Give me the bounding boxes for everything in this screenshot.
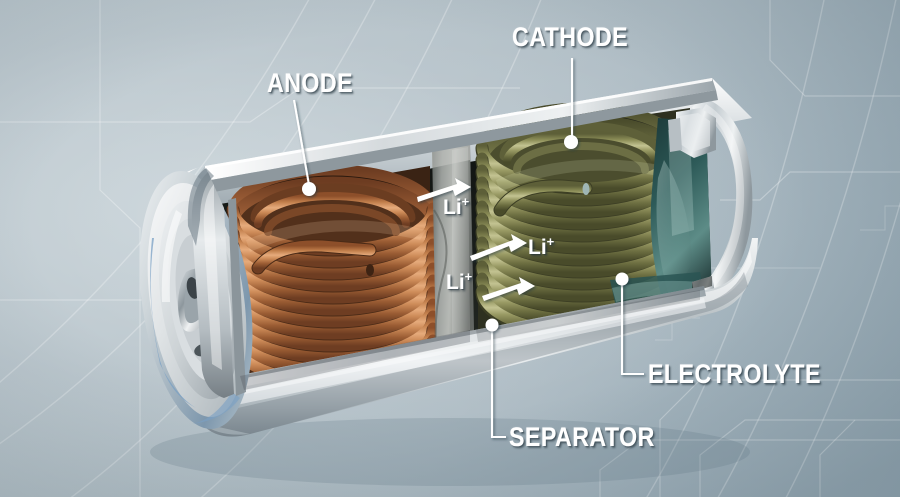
callout-label-cathode: CATHODE [512, 22, 629, 52]
battery-inner-rim [214, 286, 706, 392]
ion-charge-1: + [461, 194, 470, 209]
ion-charge-2: + [546, 234, 555, 249]
ion-label-3: Li+ [446, 269, 473, 294]
callout-label-separator: SEPARATOR [509, 422, 655, 452]
ion-symbol-2: Li [528, 236, 547, 259]
ion-symbol-3: Li [446, 271, 465, 294]
anode-copper-coil [226, 164, 440, 384]
separator-membrane [431, 141, 474, 352]
ion-label-2: Li+ [528, 234, 555, 259]
ion-symbol-1: Li [443, 196, 462, 219]
callout-label-electrolyte: ELECTROLYTE [648, 359, 821, 389]
battery-inner-left-wall [187, 168, 246, 398]
callout-label-anode: ANODE [267, 68, 354, 98]
battery-top-rim [205, 78, 718, 192]
ion-label-1: Li+ [443, 194, 470, 219]
ion-charge-3: + [464, 269, 473, 284]
